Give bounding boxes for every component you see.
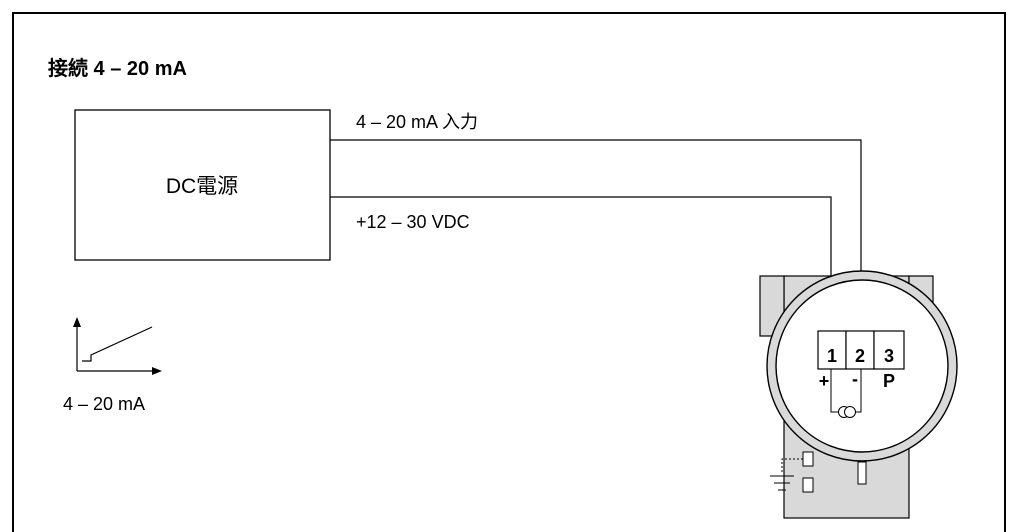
terminal-2	[845, 330, 875, 370]
terminal-1-polarity: +	[819, 371, 830, 391]
terminal-3-polarity: P	[883, 371, 895, 391]
terminal-3-number: 3	[884, 346, 894, 366]
power-supply-label: DC電源	[166, 175, 238, 198]
terminal-3	[873, 330, 905, 370]
supply-wire-label: +12 – 30 VDC	[356, 212, 470, 232]
terminal-1-number: 1	[827, 346, 837, 366]
signal-wire-label: 4 – 20 mA 入力	[356, 112, 478, 132]
terminal-2-number: 2	[855, 346, 865, 366]
transmitter-housing	[759, 270, 958, 519]
terminal-2-polarity: -	[852, 369, 858, 389]
current-source-icon	[830, 369, 862, 418]
diagram-title: 接続 4 – 20 mA	[48, 56, 187, 80]
graph-label: 4 – 20 mA	[63, 394, 145, 414]
diagram-frame	[12, 12, 1006, 532]
ground-icon	[770, 458, 803, 491]
signal-wire	[330, 139, 862, 330]
signal-graph-icon	[73, 317, 162, 375]
power-supply-box	[74, 109, 331, 261]
terminal-1	[817, 330, 847, 370]
terminal-block: 1 2 3 + - P	[817, 330, 905, 391]
